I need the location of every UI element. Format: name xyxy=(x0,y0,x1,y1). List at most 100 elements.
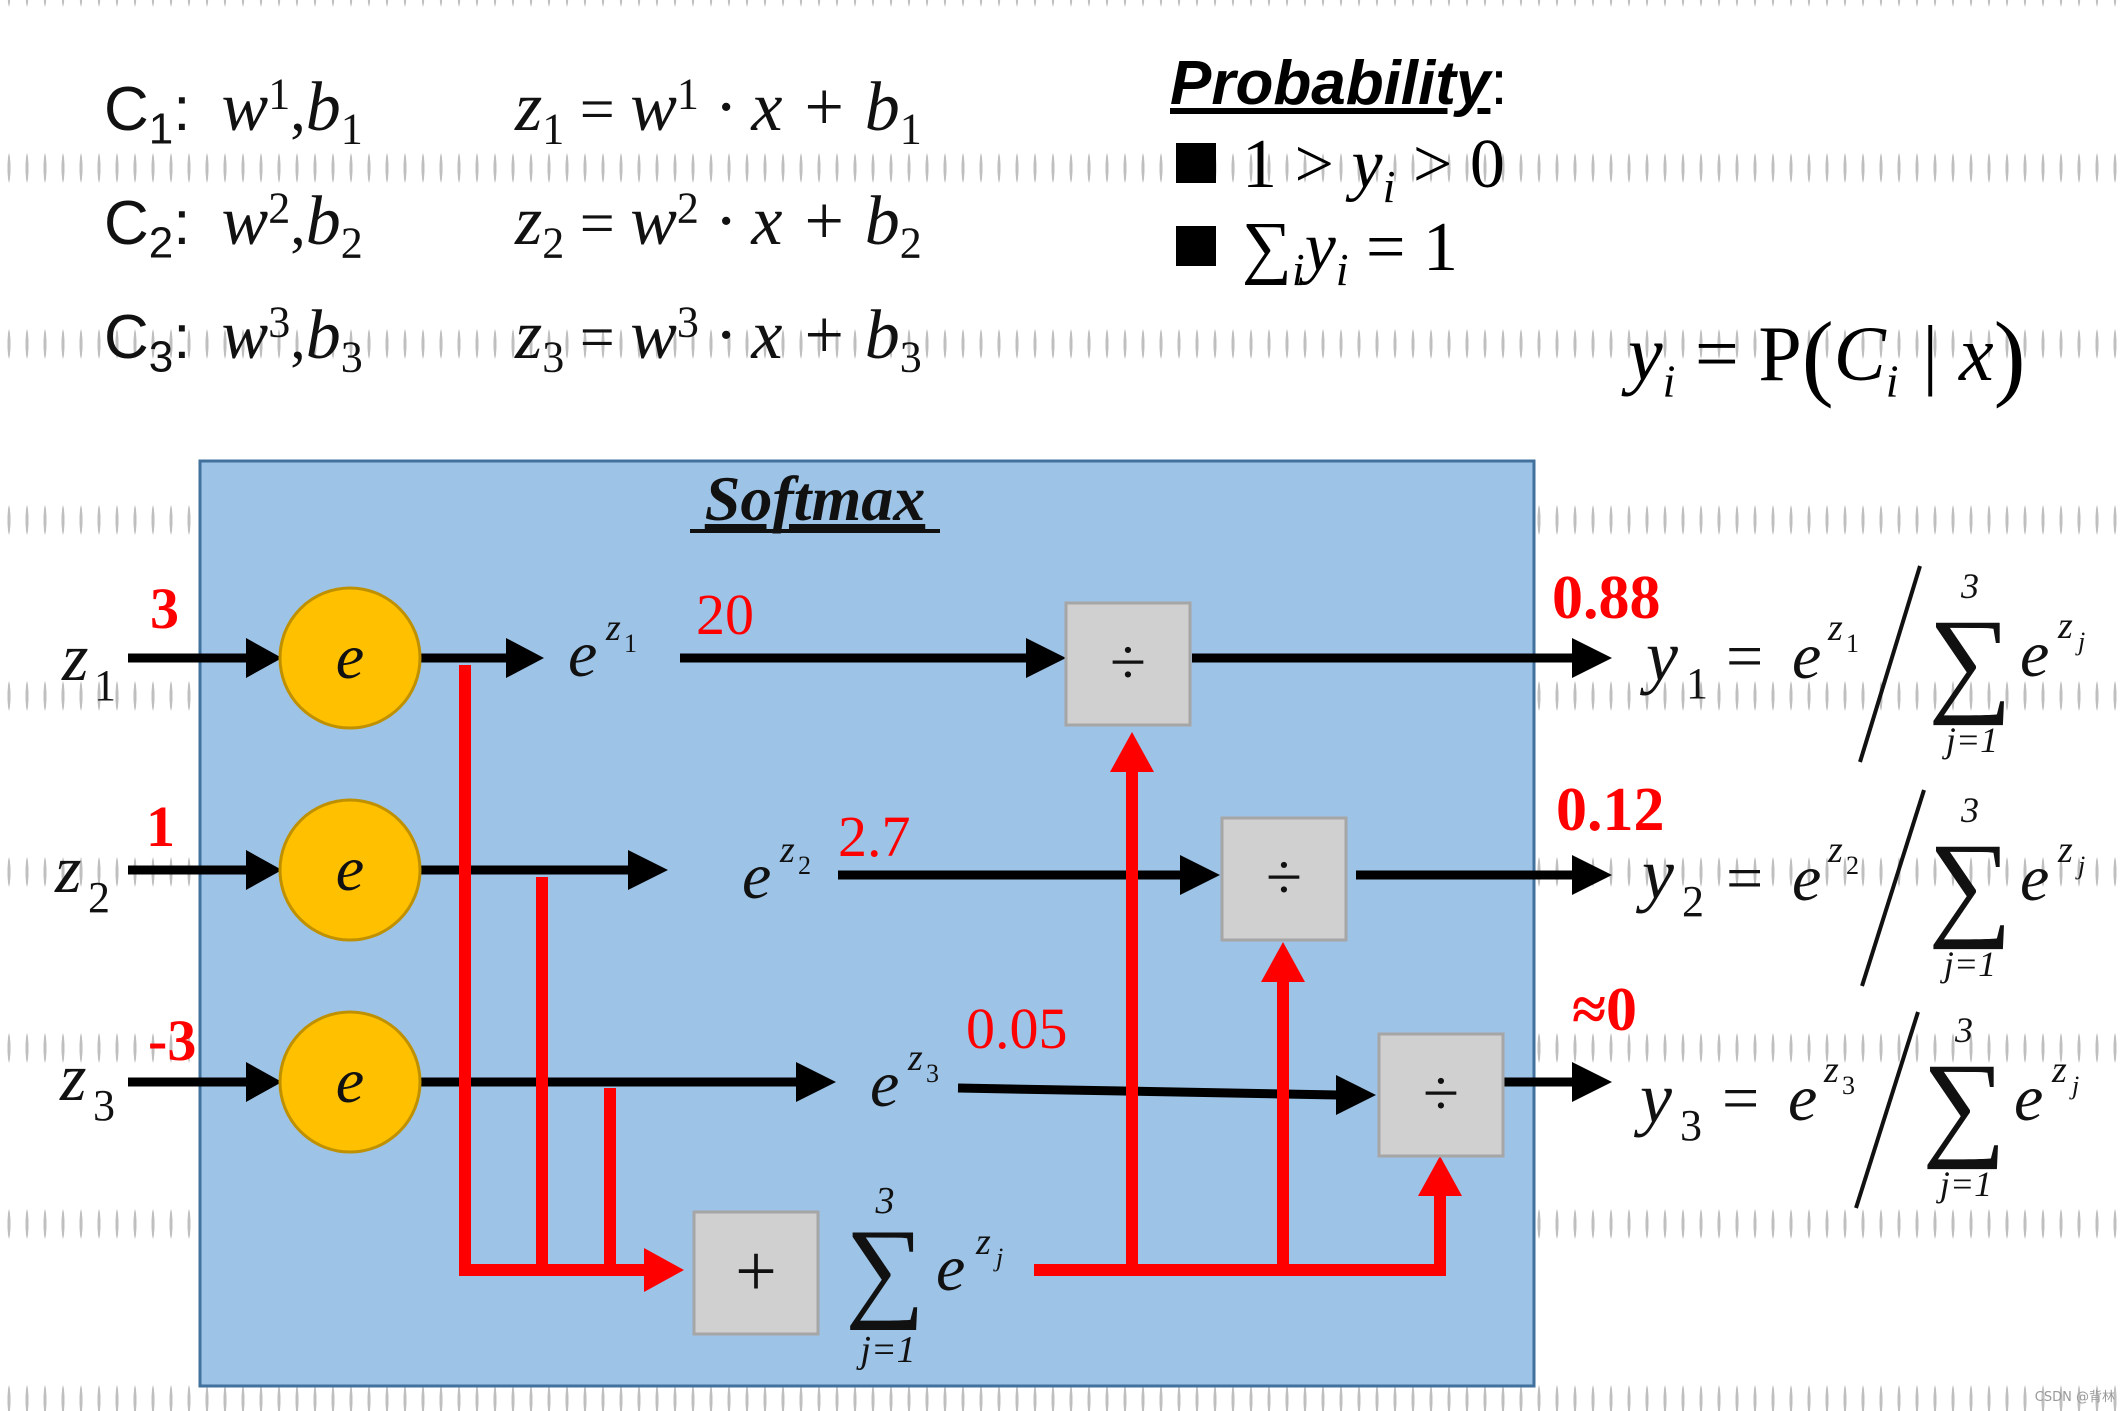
arrowhead xyxy=(246,638,282,678)
exp-value: 0.05 xyxy=(966,996,1068,1061)
plus-icon: + xyxy=(735,1231,777,1313)
condition-sub: i xyxy=(1335,244,1349,295)
divide-box-2 xyxy=(1220,816,1348,942)
bias-sub: 2 xyxy=(340,218,363,268)
output-probability: ≈0 xyxy=(1572,976,1637,1044)
class-sep: : xyxy=(173,189,191,258)
divide-icon: ÷ xyxy=(1423,1057,1459,1130)
class-label: C xyxy=(104,303,149,372)
arrowhead xyxy=(1572,855,1612,895)
posterior-equation: yi = P(Ci | x) xyxy=(1628,300,2026,411)
linear-eq-3: z3 = w3 · x + b3 xyxy=(515,296,922,382)
bias-sub: 1 xyxy=(340,104,363,154)
output-probability: 0.12 xyxy=(1556,776,1665,844)
arrowhead xyxy=(1572,1062,1612,1102)
posterior-lhs: y xyxy=(1628,310,1663,397)
z-sub: 1 xyxy=(542,104,565,154)
weight-sup: 3 xyxy=(676,297,699,347)
output-sub: 1 xyxy=(1686,659,1708,708)
exp-sup-sub: 3 xyxy=(926,1059,939,1088)
square-bullet-icon xyxy=(1176,226,1216,266)
input-var: z xyxy=(61,619,88,695)
bias-symbol: b xyxy=(864,183,900,260)
arrowhead xyxy=(796,1062,836,1102)
square-bullet-icon xyxy=(1176,143,1216,183)
sum-upper: 3 xyxy=(1954,1010,1973,1050)
equals: = xyxy=(579,304,631,372)
exp-base: e xyxy=(742,840,771,913)
divide-icon: ÷ xyxy=(1110,626,1146,699)
class-row-1: C1: w1,b1 xyxy=(104,69,363,154)
open-paren: ( xyxy=(1801,302,1834,409)
sigma-icon: ∑ xyxy=(845,1207,925,1331)
divide-icon: ÷ xyxy=(1266,841,1302,914)
weight-sup: 1 xyxy=(676,69,699,119)
weight-sup: 2 xyxy=(676,183,699,233)
watermark: CSDN @背林 xyxy=(2034,1390,2115,1405)
bias-symbol: b xyxy=(305,183,341,260)
posterior-eq: = P xyxy=(1675,310,1802,397)
exp-sup: z xyxy=(907,1037,923,1079)
weight-symbol: w xyxy=(630,297,677,374)
arrowhead xyxy=(506,638,544,678)
dot-x-plus: · x + xyxy=(698,69,865,146)
equals: = xyxy=(579,76,631,144)
bias-symbol: b xyxy=(864,69,900,146)
class-index: 1 xyxy=(148,104,174,154)
fraction-slash xyxy=(1854,1011,1920,1209)
fraction-slash xyxy=(1860,789,1926,987)
exp-sup: z xyxy=(605,607,621,649)
class-label: C xyxy=(104,189,149,258)
output-base: e xyxy=(1788,1062,1817,1135)
output-sup: z xyxy=(1823,1049,1839,1091)
output-sum-sup: z xyxy=(2057,605,2073,647)
posterior-class: C xyxy=(1833,310,1886,397)
z-sub: 2 xyxy=(542,218,565,268)
output-var: y xyxy=(1635,834,1674,914)
sum-upper: 3 xyxy=(1960,790,1979,830)
divide-box-1 xyxy=(1064,601,1192,727)
output-sup-sub: 1 xyxy=(1846,629,1859,658)
sigma-icon: ∑ xyxy=(1928,595,2012,726)
sigma-icon: ∑ xyxy=(1928,819,2012,950)
arrowhead xyxy=(1026,638,1066,678)
red-line-sum-out xyxy=(1034,1195,1446,1276)
posterior-lhs-sub: i xyxy=(1662,355,1676,407)
condition-pre: 1 > xyxy=(1242,126,1352,203)
output-sum-sup-sub: j xyxy=(2075,627,2085,656)
exp-sup-sub: 1 xyxy=(624,629,637,658)
output-sum-sup: z xyxy=(2057,829,2073,871)
exp-base: e xyxy=(870,1048,899,1121)
exp-node-label: e xyxy=(336,833,364,904)
input-var: z xyxy=(54,831,81,907)
output-sup: z xyxy=(1827,607,1843,649)
sum-lower: j=1 xyxy=(1942,720,1998,760)
red-arrowhead xyxy=(1110,732,1154,772)
input-value: -3 xyxy=(148,1008,196,1073)
arrowhead xyxy=(246,850,282,890)
output-sup-sub: 2 xyxy=(1846,851,1859,880)
equals: = xyxy=(579,190,631,258)
exp-node-label: e xyxy=(336,621,364,692)
sum-sup-sub: j xyxy=(993,1243,1003,1272)
output-sum-sup: z xyxy=(2051,1049,2067,1091)
weight-sup: 3 xyxy=(268,297,291,347)
probability-condition-1: 1 > yi > 0 xyxy=(1176,125,1505,213)
bias-symbol: b xyxy=(305,297,341,374)
bias-sub: 3 xyxy=(340,332,363,382)
output-base: e xyxy=(1792,620,1821,693)
exp-value: 20 xyxy=(696,582,754,647)
posterior-class-sub: i xyxy=(1885,355,1899,407)
condition-sub: i xyxy=(1382,161,1396,212)
sum-sup: z xyxy=(975,1221,991,1263)
output-sub: 3 xyxy=(1680,1101,1702,1150)
sum-upper: 3 xyxy=(1960,566,1979,606)
sum-base: e xyxy=(936,1232,965,1305)
arrowhead xyxy=(246,1062,282,1102)
sum-lower: j=1 xyxy=(1940,944,1996,984)
arrowhead xyxy=(628,850,668,890)
bias-sub: 3 xyxy=(899,332,922,382)
linear-eq-1: z1 = w1 · x + b1 xyxy=(515,68,922,154)
arrowhead xyxy=(1180,855,1220,895)
